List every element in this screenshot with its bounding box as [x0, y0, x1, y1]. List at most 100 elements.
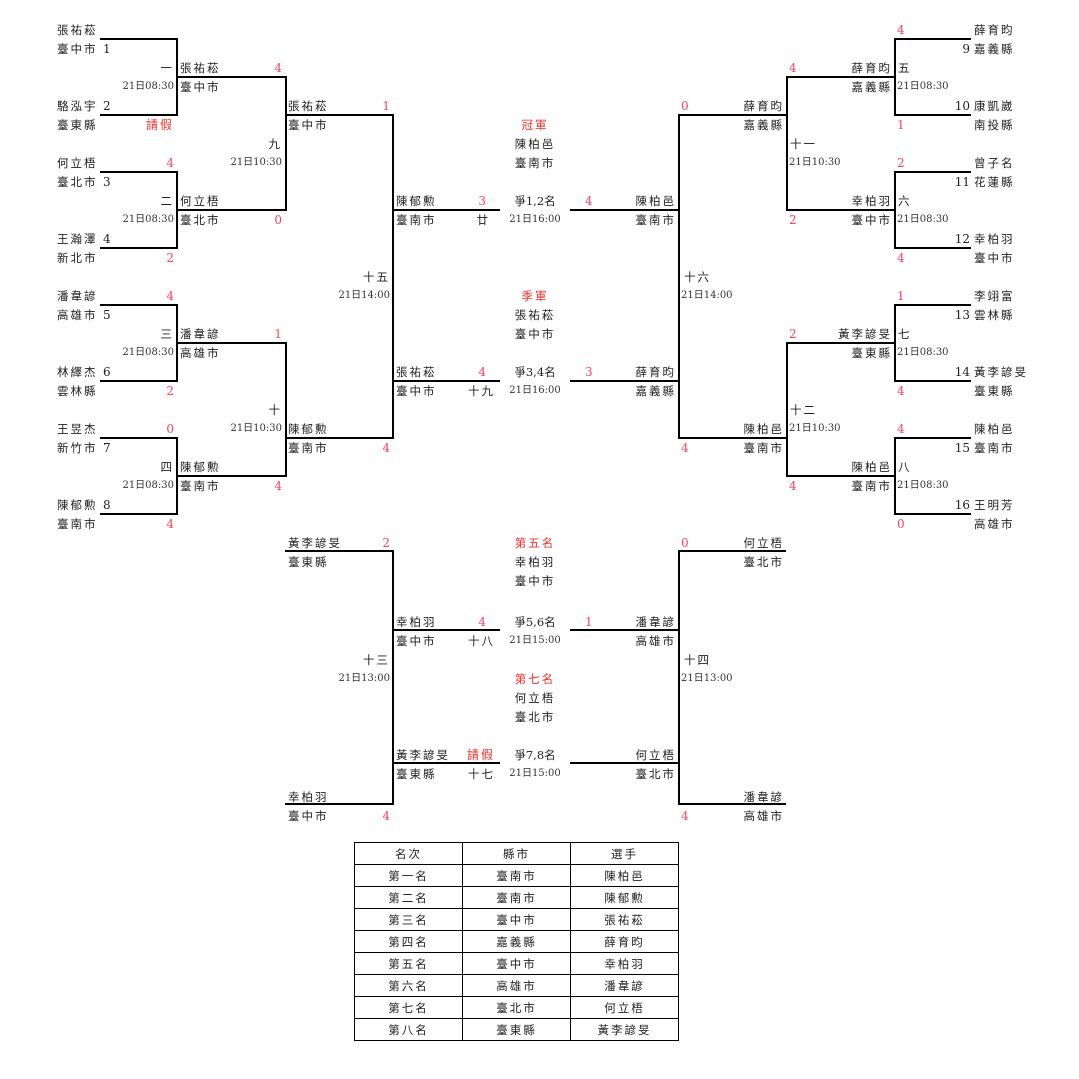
- player-name: 幸柏羽: [288, 790, 329, 804]
- bracket-line: [678, 550, 680, 805]
- bracket-line: [786, 475, 895, 477]
- player-county: 高雄市: [180, 346, 221, 360]
- rank-cell: 第五名: [354, 952, 463, 975]
- fifth-name: 幸柏羽: [514, 555, 556, 569]
- player-county: 高雄市: [635, 634, 676, 648]
- champion-name: 陳柏邑: [514, 137, 556, 151]
- player-county: 臺北市: [57, 175, 98, 189]
- player-county: 臺南市: [974, 441, 1015, 455]
- match-time: 21日13:00: [338, 673, 390, 684]
- player-county: 臺中市: [396, 634, 437, 648]
- player-name: 黃李諺旻: [288, 536, 342, 550]
- seventh-place-title: 爭7,8名: [514, 748, 556, 762]
- bracket-line: [392, 380, 500, 382]
- player-name: 薛育昀: [635, 365, 676, 379]
- match-score: 4: [789, 479, 797, 493]
- final-title: 爭1,2名: [514, 194, 556, 208]
- player-county: 臺中市: [288, 809, 329, 823]
- seed-number: 9: [962, 42, 970, 56]
- match-label: 一: [160, 61, 174, 75]
- county-cell: 高雄市: [462, 974, 571, 997]
- player-county: 臺南市: [851, 479, 892, 493]
- bracket-line: [570, 762, 679, 764]
- match-score: 0: [274, 213, 282, 227]
- seed-number: 13: [954, 308, 970, 322]
- match-time: 21日08:30: [897, 81, 949, 92]
- match-time: 21日08:30: [122, 347, 174, 358]
- seed-number: 2: [103, 99, 111, 113]
- player-name: 曾子名: [974, 156, 1015, 170]
- bracket-line: [392, 762, 500, 764]
- county-cell: 臺北市: [462, 996, 571, 1019]
- match-score: 4: [274, 61, 282, 75]
- bracket-line: [176, 76, 286, 78]
- bracket-line: [894, 247, 971, 249]
- bracket-line: [285, 550, 393, 552]
- player-cell: 幸柏羽: [570, 952, 679, 975]
- match-time: 21日10:30: [789, 423, 841, 434]
- bracket-line: [100, 247, 177, 249]
- player-cell: 薛育昀: [570, 930, 679, 953]
- third-place-title: 爭3,4名: [514, 365, 556, 379]
- player-county: 臺南市: [743, 441, 784, 455]
- champion-title: 冠軍: [521, 118, 549, 132]
- match-score: 4: [166, 517, 174, 531]
- bracket-line: [786, 342, 788, 477]
- player-county: 臺中市: [974, 251, 1015, 265]
- seventh-name: 何立梧: [514, 691, 556, 705]
- seed-number: 16: [954, 498, 970, 512]
- player-name: 康凱崴: [974, 99, 1015, 113]
- match-score: 請假: [145, 118, 174, 132]
- player-name: 幸柏羽: [974, 232, 1015, 246]
- bracket-line: [285, 76, 287, 211]
- player-name: 陳柏邑: [743, 422, 784, 436]
- match-time: 21日10:30: [230, 157, 282, 168]
- county-cell: 臺中市: [462, 908, 571, 931]
- player-name: 王明芳: [974, 498, 1015, 512]
- player-name: 駱泓宇: [57, 99, 98, 113]
- bracket-line: [392, 629, 500, 631]
- player-county: 高雄市: [974, 517, 1015, 531]
- bracket-line: [894, 380, 971, 382]
- seventh-county: 臺北市: [514, 710, 556, 724]
- match-time: 21日13:00: [681, 673, 733, 684]
- match-time: 21日14:00: [338, 290, 390, 301]
- bracket-line: [894, 304, 971, 306]
- match-score: 1: [897, 118, 905, 132]
- rank-cell: 第三名: [354, 908, 463, 931]
- match-score: 0: [897, 517, 905, 531]
- table-row: 第一名 臺南市 陳柏邑: [354, 864, 679, 887]
- seed-number: 14: [954, 365, 970, 379]
- bracket-line: [678, 803, 786, 805]
- match-label: 十一: [790, 137, 817, 151]
- player-name: 張祐菘: [396, 365, 437, 379]
- match-score: 2: [166, 251, 174, 265]
- column-header: 名次: [354, 842, 463, 865]
- seed-number: 6: [103, 365, 111, 379]
- match-label: 五: [898, 61, 912, 75]
- match-score: 2: [789, 213, 797, 227]
- player-name: 陳柏邑: [851, 460, 892, 474]
- player-name: 陳柏邑: [635, 194, 676, 208]
- player-name: 幸柏羽: [396, 615, 437, 629]
- match-label: 十八: [468, 634, 495, 648]
- match-time: 21日10:30: [230, 423, 282, 434]
- match-label: 十五: [363, 270, 390, 284]
- player-county: 臺中市: [288, 118, 329, 132]
- bracket-line: [570, 209, 679, 211]
- player-county: 高雄市: [743, 809, 784, 823]
- rank-cell: 第七名: [354, 996, 463, 1019]
- player-name: 潘韋諺: [180, 327, 221, 341]
- match-time: 21日08:30: [122, 81, 174, 92]
- match-label: 九: [268, 137, 282, 151]
- match-time: 21日10:30: [789, 157, 841, 168]
- match-time: 21日15:00: [509, 635, 561, 646]
- player-county: 臺南市: [180, 479, 221, 493]
- third-county: 臺中市: [514, 327, 556, 341]
- player-cell: 陳柏邑: [570, 864, 679, 887]
- fifth-place-title: 爭5,6名: [514, 615, 556, 629]
- bracket-line: [786, 342, 895, 344]
- player-county: 臺北市: [635, 767, 676, 781]
- bracket-line: [176, 342, 286, 344]
- bracket-line: [678, 437, 786, 439]
